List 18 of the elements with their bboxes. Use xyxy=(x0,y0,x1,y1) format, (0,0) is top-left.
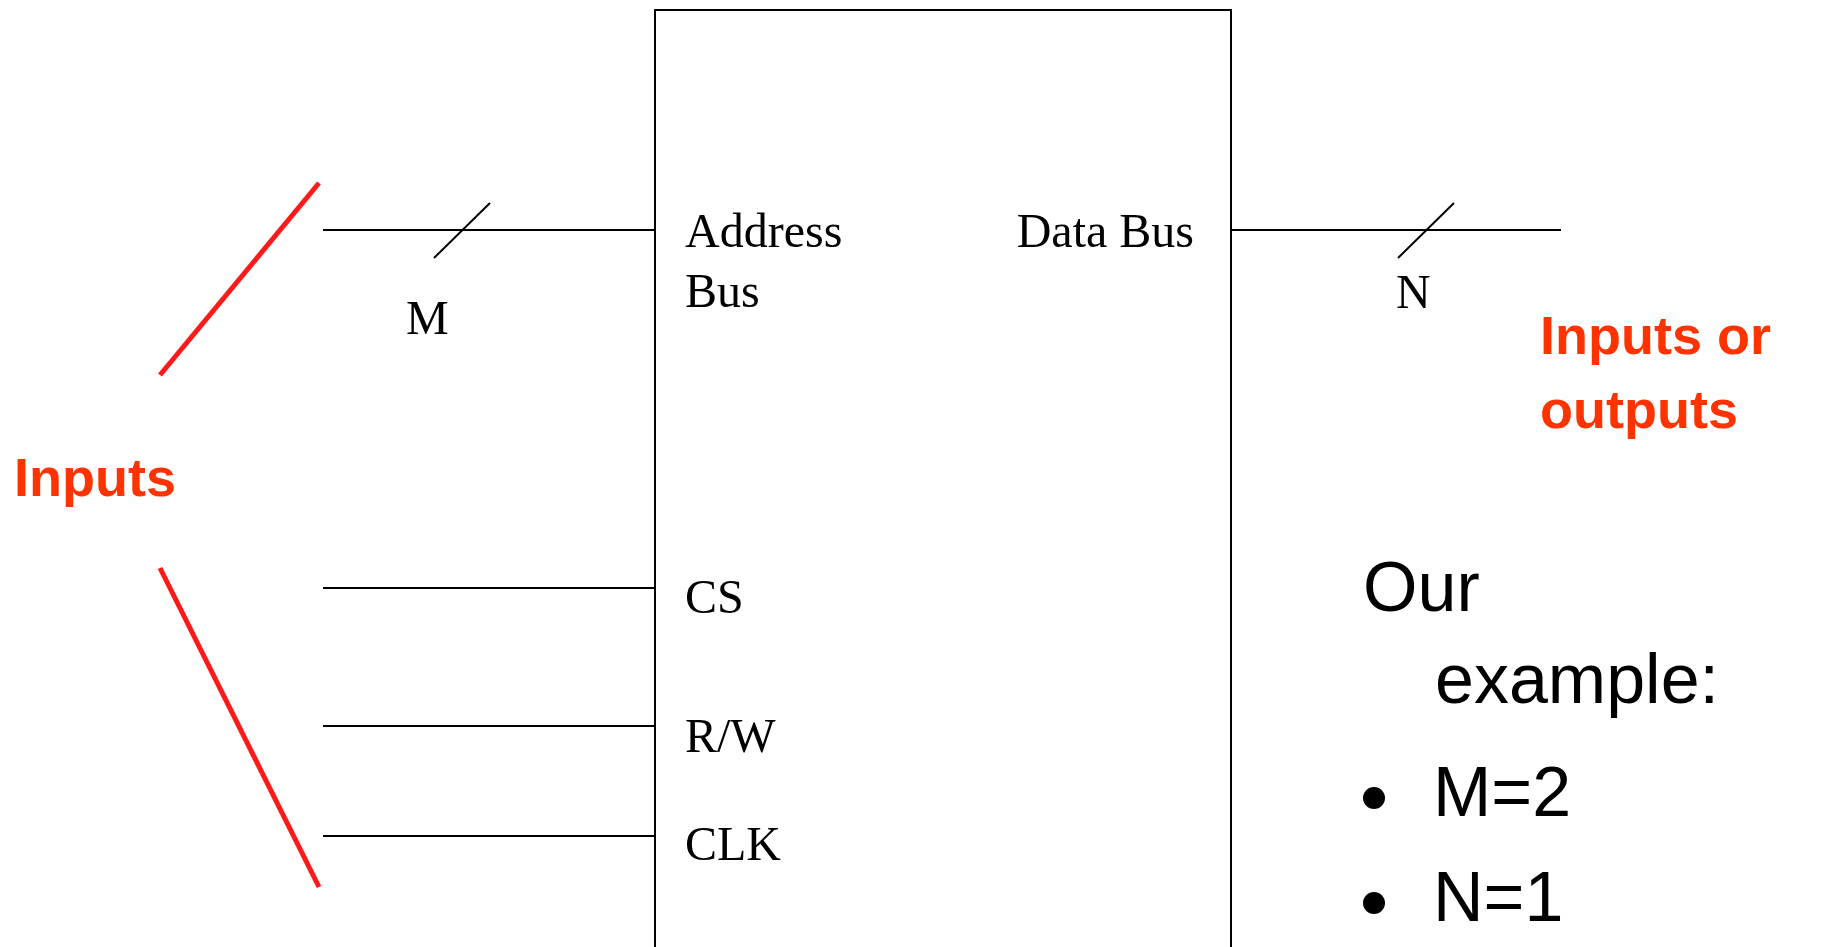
bullet-item: M=2 xyxy=(1433,753,1572,831)
signal-line xyxy=(1229,229,1562,231)
signal-line xyxy=(322,229,657,231)
example-heading: Our example: xyxy=(1363,547,1721,720)
signal-line xyxy=(322,587,657,589)
pin-label: Data Bus xyxy=(994,201,1230,261)
signal-line xyxy=(322,725,657,727)
bus-width-label: N xyxy=(1396,264,1431,320)
annotation-text: Inputs xyxy=(14,446,176,509)
pin-label: CLK xyxy=(656,814,781,874)
pin-label: Address Bus xyxy=(656,201,885,321)
signal-line xyxy=(322,835,657,837)
annotation-text: Inputs or outputs xyxy=(1540,304,1772,441)
bullet-item: N=1 xyxy=(1433,858,1564,936)
bus-width-label: M xyxy=(406,290,449,346)
pin-label: R/W xyxy=(656,706,776,766)
pin-label: CS xyxy=(656,567,744,627)
memory-block xyxy=(654,9,1232,947)
